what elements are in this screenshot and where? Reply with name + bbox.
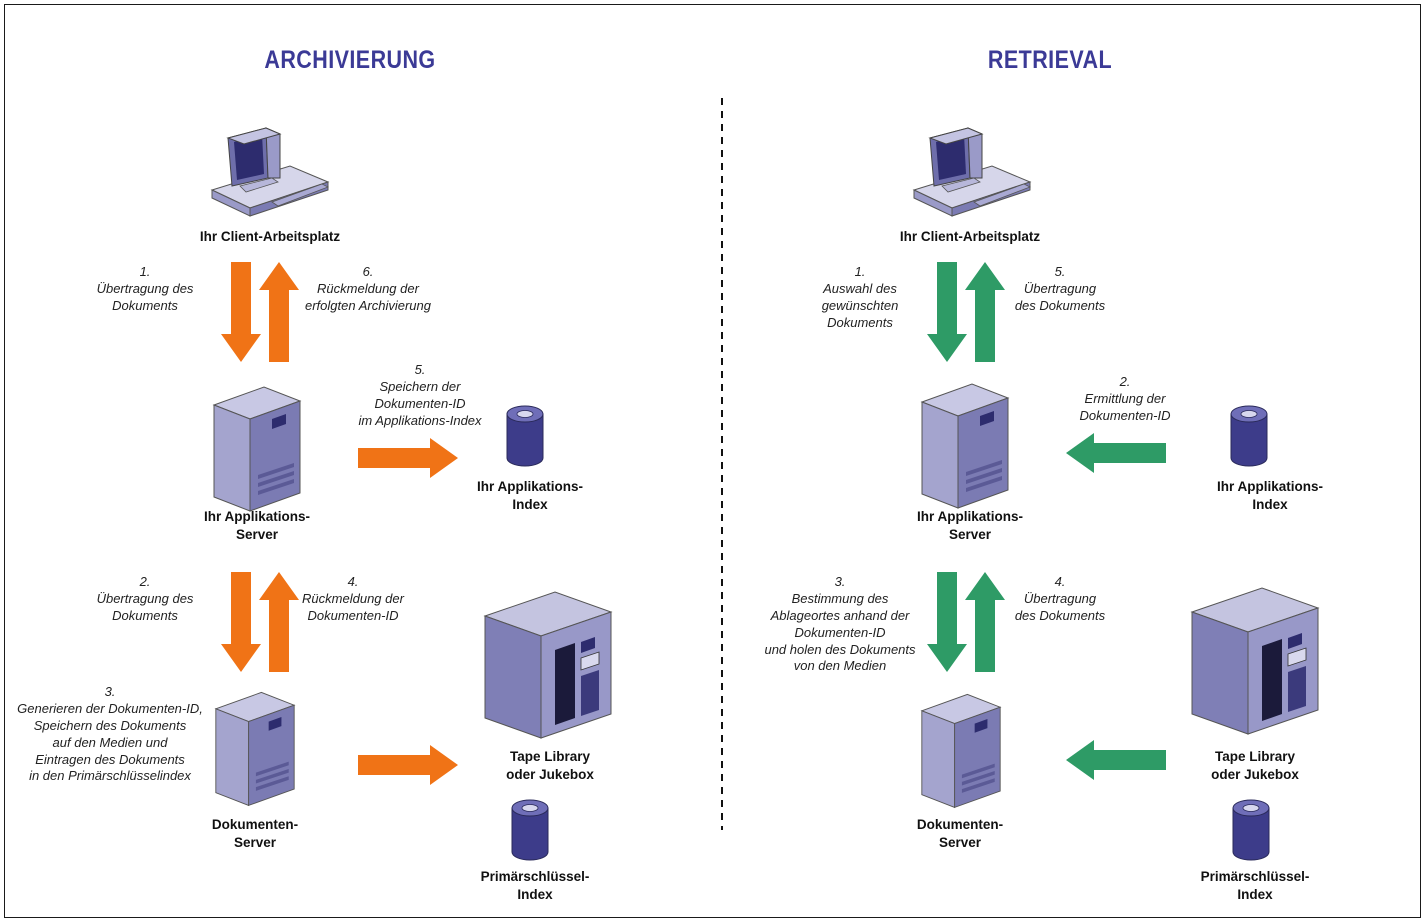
retrieval-application-index-label: Ihr Applikations- Index bbox=[1216, 479, 1323, 512]
retrieval-client-label: Ihr Client-Arbeitsplatz bbox=[899, 229, 1041, 244]
client-workstation-icon bbox=[211, 127, 329, 217]
retrieval-title: RETRIEVAL bbox=[987, 46, 1113, 74]
arrow-retrieval-step2-left bbox=[1066, 433, 1166, 473]
retrieval-step3-note: 3. Bestimmung des Ablageortes anhand der… bbox=[764, 574, 916, 674]
application-index-label: Ihr Applikations- Index bbox=[476, 479, 583, 512]
step6-note: 6. Rückmeldung der erfolgten Archivierun… bbox=[305, 264, 431, 313]
diagram-frame bbox=[4, 4, 1421, 918]
step2-note: 2. Übertragung des Dokuments bbox=[96, 574, 194, 623]
retrieval-step5-note: 5. Übertragung des Dokuments bbox=[1014, 264, 1106, 313]
arrow-step3-right bbox=[358, 745, 458, 785]
retrieval-primary-key-index-label: Primärschlüssel- Index bbox=[1200, 869, 1310, 902]
client-label: Ihr Client-Arbeitsplatz bbox=[199, 229, 341, 244]
primary-key-index-icon bbox=[511, 799, 549, 861]
retrieval-step4-note: 4. Übertragung des Dokuments bbox=[1014, 574, 1106, 623]
arrow-retrieval-from-tape-left bbox=[1066, 740, 1166, 780]
step4-note: 4. Rückmeldung der Dokumenten-ID bbox=[302, 574, 404, 623]
retrieval-document-server-label: Dokumenten- Server bbox=[916, 817, 1004, 850]
step3-note: 3. Generieren der Dokumenten-ID, Speiche… bbox=[17, 684, 203, 784]
retrieval-tape-library-icon bbox=[1191, 587, 1319, 735]
retrieval-primary-key-index-icon bbox=[1232, 799, 1270, 861]
retrieval-application-server-icon bbox=[921, 383, 1009, 509]
document-server-icon bbox=[215, 691, 295, 806]
retrieval-tape-library-label: Tape Library oder Jukebox bbox=[1211, 749, 1299, 782]
retrieval-application-index-icon bbox=[1230, 405, 1268, 467]
archivierung-title: ARCHIVIERUNG bbox=[264, 46, 436, 74]
arrow-step5-right bbox=[358, 438, 458, 478]
application-server-icon bbox=[213, 386, 301, 512]
primary-key-index-label: Primärschlüssel- Index bbox=[480, 869, 590, 902]
retrieval-step2-note: 2. Ermittlung der Dokumenten-ID bbox=[1079, 374, 1171, 423]
retrieval-client-workstation-icon bbox=[913, 127, 1031, 217]
retrieval-document-server-icon bbox=[921, 693, 1001, 808]
application-server-label: Ihr Applikations- Server bbox=[203, 509, 310, 542]
arrow-retrieval-step1-down bbox=[927, 262, 967, 362]
retrieval-application-server-label: Ihr Applikations- Server bbox=[916, 509, 1023, 542]
document-server-label: Dokumenten- Server bbox=[211, 817, 299, 850]
retrieval-step1-note: 1. Auswahl des gewünschten Dokuments bbox=[821, 264, 899, 330]
step1-note: 1. Übertragung des Dokuments bbox=[96, 264, 194, 313]
tape-library-icon bbox=[484, 591, 612, 739]
step5-note: 5. Speichern der Dokumenten-ID im Applik… bbox=[358, 362, 482, 428]
tape-library-label: Tape Library oder Jukebox bbox=[506, 749, 594, 782]
